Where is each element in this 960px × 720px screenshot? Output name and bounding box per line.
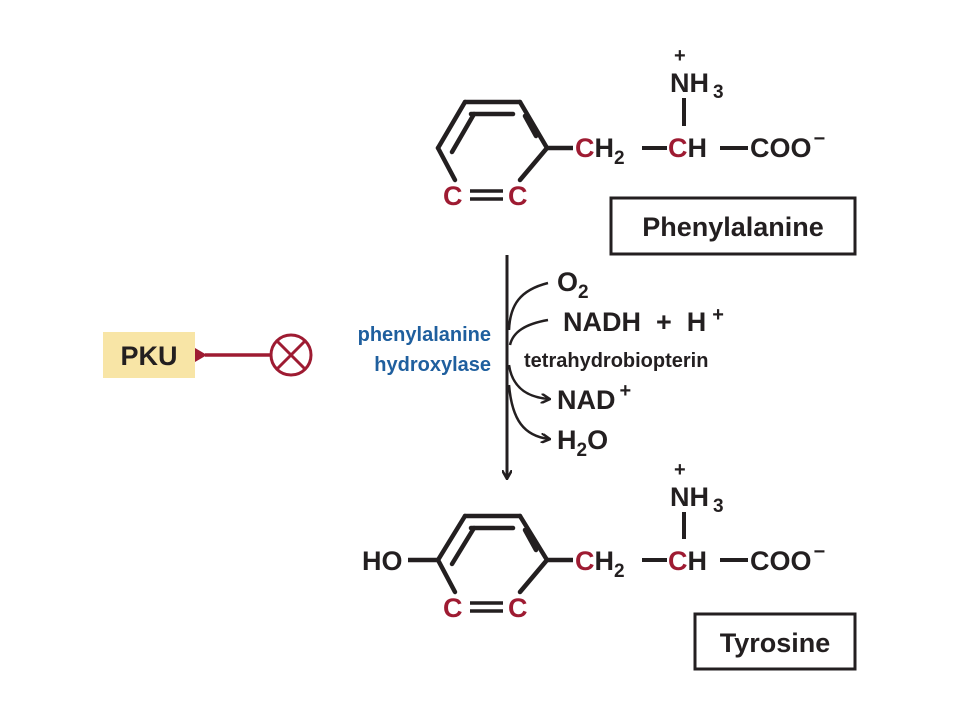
carboxylate-group: COO− [750,128,825,163]
tyr-ring-carbon-right: C [508,593,528,623]
tyrosine-label: Tyrosine [720,628,831,658]
oxygen-reactant: O2 [557,267,589,303]
enzyme-name-line1: phenylalanine [358,324,491,346]
tyrosine-label-box [693,612,857,671]
tyr-amine-charge: + [674,459,686,481]
tyr-carboxylate-group: COO− [750,541,825,576]
ring-carbon-right: C [508,181,528,211]
hydroxyl-group: HO [362,546,403,576]
nad-product: NAD+ [557,380,631,415]
nadh-input-curve [508,318,549,346]
nad-output-arrow [507,364,549,399]
phenylalanine-label: Phenylalanine [642,212,824,242]
tyr-alpha-carbon-group: CH [668,546,707,576]
phenylalanine-label-box [609,196,857,256]
tyr-ch2-group: CH2 [575,546,625,582]
ch2-group: CH2 [575,133,625,169]
benzene-ring [435,99,550,183]
blocked-circle-x-icon [269,333,313,377]
pku-label-box [103,332,195,378]
nadh-reactant: NADH + H+ [563,304,724,337]
ring-carbon-left: C [443,181,463,211]
reaction-step: O2 NADH + H+ tetrahydrobiopterin NAD+ H2… [358,255,724,478]
pku-deficiency: PKU [103,332,313,378]
o2-input-curve [507,281,549,331]
water-product: H2O [557,425,608,461]
pku-label: PKU [120,341,177,371]
tyrosine-benzene-ring [435,513,550,595]
cofactor-label: tetrahydrobiopterin [524,350,708,372]
water-output-arrow [507,384,549,439]
amine-charge: + [674,45,686,67]
alpha-carbon-group: CH [668,133,707,163]
tyr-ring-carbon-left: C [443,593,463,623]
enzyme-name-line2: hydroxylase [374,354,491,376]
